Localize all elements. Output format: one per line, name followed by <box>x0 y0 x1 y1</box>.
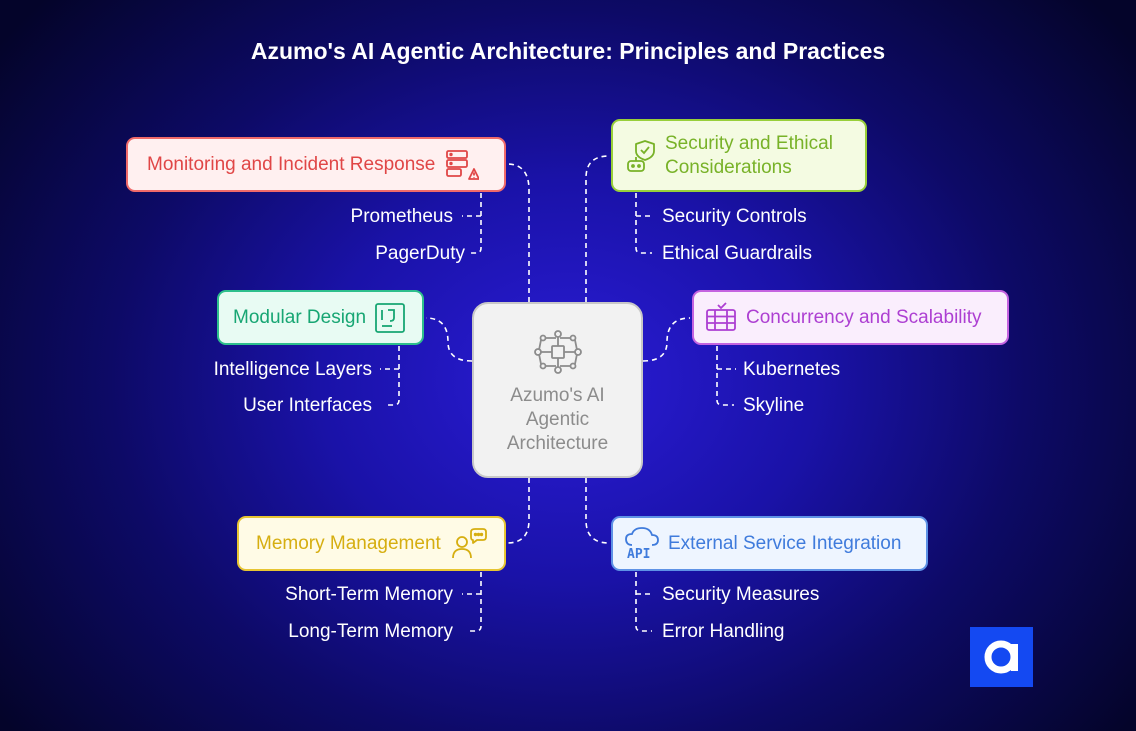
api-icon-text: API <box>627 547 650 561</box>
leaf-ethical-guardrails: Ethical Guardrails <box>662 243 812 264</box>
branch-label: Memory Management <box>256 532 441 554</box>
leaf-security-controls: Security Controls <box>662 206 807 227</box>
network-hub-icon <box>533 330 582 374</box>
leaf-long-term-memory: Long-Term Memory <box>288 621 453 642</box>
bracket-concurrency <box>716 346 736 406</box>
connector-monitoring <box>506 163 530 302</box>
branch-label: Security and Ethical Considerations <box>665 132 833 180</box>
leaf-kubernetes: Kubernetes <box>743 359 841 380</box>
leaf-error-handling: Error Handling <box>662 621 785 642</box>
branch-label: Monitoring and Incident Response <box>147 153 436 175</box>
branch-label: Concurrency and Scalability <box>746 306 982 328</box>
robot-shield-icon <box>625 139 657 173</box>
connector-modular <box>425 317 473 362</box>
server-rack-icon <box>704 301 738 334</box>
bracket-modular <box>380 346 400 406</box>
branch-memory: Memory Management <box>237 516 506 571</box>
connector-external <box>585 478 610 544</box>
leaf-pagerduty: PagerDuty <box>375 243 465 264</box>
connector-concurrency <box>642 317 691 362</box>
center-node: Azumo's AI Agentic Architecture <box>472 302 643 478</box>
person-thought-icon <box>451 527 487 560</box>
leaf-short-term-memory: Short-Term Memory <box>285 584 453 605</box>
branch-label-line-2: Considerations <box>665 156 792 178</box>
leaf-user-interfaces: User Interfaces <box>243 395 372 416</box>
bracket-memory <box>462 572 482 632</box>
ij-module-icon <box>374 302 406 334</box>
leaf-skyline: Skyline <box>743 395 805 416</box>
connector-memory <box>506 478 530 544</box>
azumo-logo[interactable] <box>970 627 1033 687</box>
cloud-api-icon: API <box>624 526 660 561</box>
branch-modular: Modular Design <box>217 290 424 345</box>
branch-label: Modular Design <box>233 306 367 328</box>
azumo-logo-icon <box>981 636 1023 678</box>
branch-monitoring: Monitoring and Incident Response <box>126 137 506 192</box>
leaf-prometheus: Prometheus <box>350 206 453 227</box>
connector-security <box>585 155 610 302</box>
branch-external: API External Service Integration <box>611 516 928 571</box>
branch-security: Security and Ethical Considerations <box>611 119 867 192</box>
branch-label-line-1: Security and Ethical <box>665 132 833 154</box>
branch-label: External Service Integration <box>668 532 902 554</box>
leaf-intelligence-layers: Intelligence Layers <box>213 359 372 380</box>
server-alert-icon <box>445 149 480 181</box>
bracket-external <box>635 572 654 632</box>
bracket-monitoring <box>462 193 482 254</box>
branch-concurrency: Concurrency and Scalability <box>692 290 1009 345</box>
center-label: Azumo's AI Agentic Architecture <box>506 385 609 454</box>
diagram-title: Azumo's AI Agentic Architecture: Princip… <box>250 38 886 64</box>
bracket-security <box>635 193 654 254</box>
leaf-security-measures: Security Measures <box>662 584 820 605</box>
